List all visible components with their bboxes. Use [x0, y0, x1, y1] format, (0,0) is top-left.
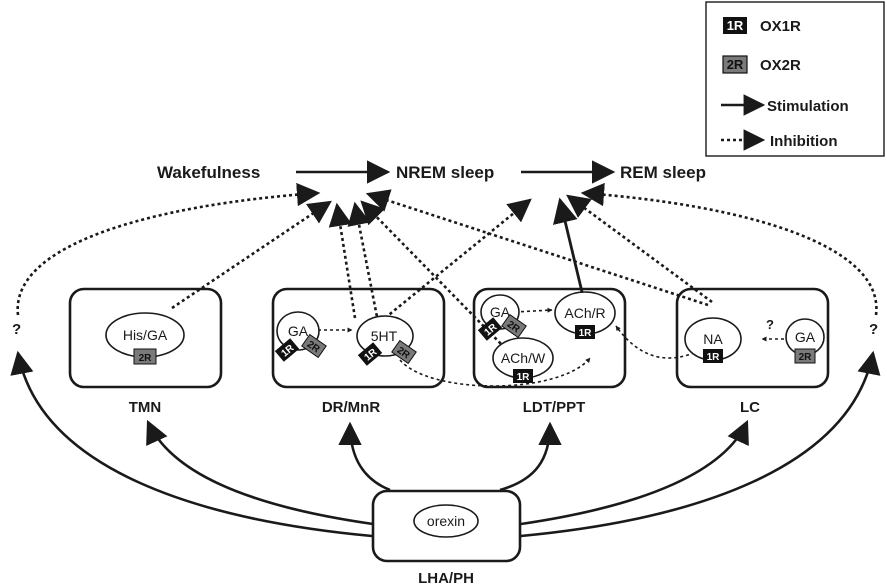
his-ga-label: His/GA	[123, 327, 168, 343]
stimulation-achr-to-rem	[553, 197, 584, 293]
lc-ga-ox2r-badge: 2R	[794, 348, 816, 364]
orexin-to-right-question-arrow	[520, 350, 881, 538]
svg-text:1R: 1R	[707, 352, 721, 363]
inhibition-ldtga-to-achr	[514, 307, 553, 313]
svg-text:1R: 1R	[579, 328, 593, 339]
tmn-ox2r-badge: 2R	[133, 348, 157, 365]
ach-w-ox1r-badge: 1R	[513, 369, 533, 383]
orexin-to-lc-arrow	[520, 419, 749, 526]
svg-text:2R: 2R	[139, 353, 153, 364]
inhibition-left-question-to-wake	[16, 182, 321, 316]
inhibition-na-to-achr	[615, 325, 701, 359]
na-ox1r-badge: 1R	[703, 349, 723, 363]
orexin-to-ldtppt-arrow	[499, 421, 562, 492]
legend-inhibition-label: Inhibition	[770, 133, 837, 150]
inhibition-drga-to-wake	[328, 202, 357, 319]
inhibition-achw-to-wake	[360, 200, 506, 349]
ldt-ga-ox2r-badge: 2R	[501, 313, 527, 339]
drmnr-label: DR/MnR	[322, 399, 380, 416]
5ht-ox2r-badge: 2R	[391, 339, 417, 365]
dr-ga-label: GA	[288, 323, 309, 339]
na-label: NA	[703, 331, 723, 347]
inhibition-5ht-to-nrem	[384, 198, 532, 320]
svg-text:2R: 2R	[799, 352, 813, 363]
inhibition-5ht-to-achw	[399, 357, 591, 387]
right-unknown-mark: ?	[869, 321, 878, 338]
inhibition-5ht-to-wake	[347, 201, 380, 323]
state-wakefulness: Wakefulness	[157, 163, 260, 182]
svg-text:1R: 1R	[517, 372, 531, 383]
state-nrem-sleep: NREM sleep	[396, 163, 494, 182]
lc-label: LC	[740, 399, 760, 416]
lc-ga-label: GA	[795, 329, 816, 345]
orexin-to-left-question-arrow	[10, 350, 373, 538]
lhaph-label: LHA/PH	[418, 570, 474, 585]
legend-stimulation-label: Stimulation	[767, 98, 849, 115]
orexin-to-drmnr-arrow	[338, 421, 391, 492]
inhibition-his-to-wake	[171, 200, 332, 310]
legend-ox2r-label: OX2R	[760, 57, 801, 74]
legend-ox1r-label: OX1R	[760, 18, 801, 35]
ldtppt-label: LDT/PPT	[523, 399, 586, 416]
dr-ga-ox2r-badge: 2R	[301, 333, 327, 359]
state-rem-sleep: REM sleep	[620, 163, 706, 182]
svg-text:1R: 1R	[727, 18, 744, 33]
ach-r-ox1r-badge: 1R	[575, 325, 595, 339]
ldt-ga-label: GA	[490, 304, 511, 320]
tmn-label: TMN	[129, 399, 162, 416]
orexin-label: orexin	[427, 513, 465, 529]
5ht-label: 5HT	[371, 328, 398, 344]
inhibition-na-to-rem	[566, 194, 713, 304]
left-unknown-mark: ?	[12, 321, 21, 338]
orexin-node	[413, 504, 479, 538]
ach-w-label: ACh/W	[501, 350, 546, 366]
orexin-to-tmn-arrow	[146, 419, 374, 526]
svg-text:2R: 2R	[727, 57, 744, 72]
ach-r-label: ACh/R	[564, 305, 605, 321]
legend-ox1r-badge: 1R	[723, 17, 747, 34]
lc-unknown-mark: ?	[766, 317, 774, 332]
legend-ox2r-badge: 2R	[722, 55, 748, 74]
inhibition-right-question-to-rem	[580, 182, 878, 316]
legend: 1R OX1R 2R OX2R Stimulation Inhibition	[705, 1, 885, 157]
